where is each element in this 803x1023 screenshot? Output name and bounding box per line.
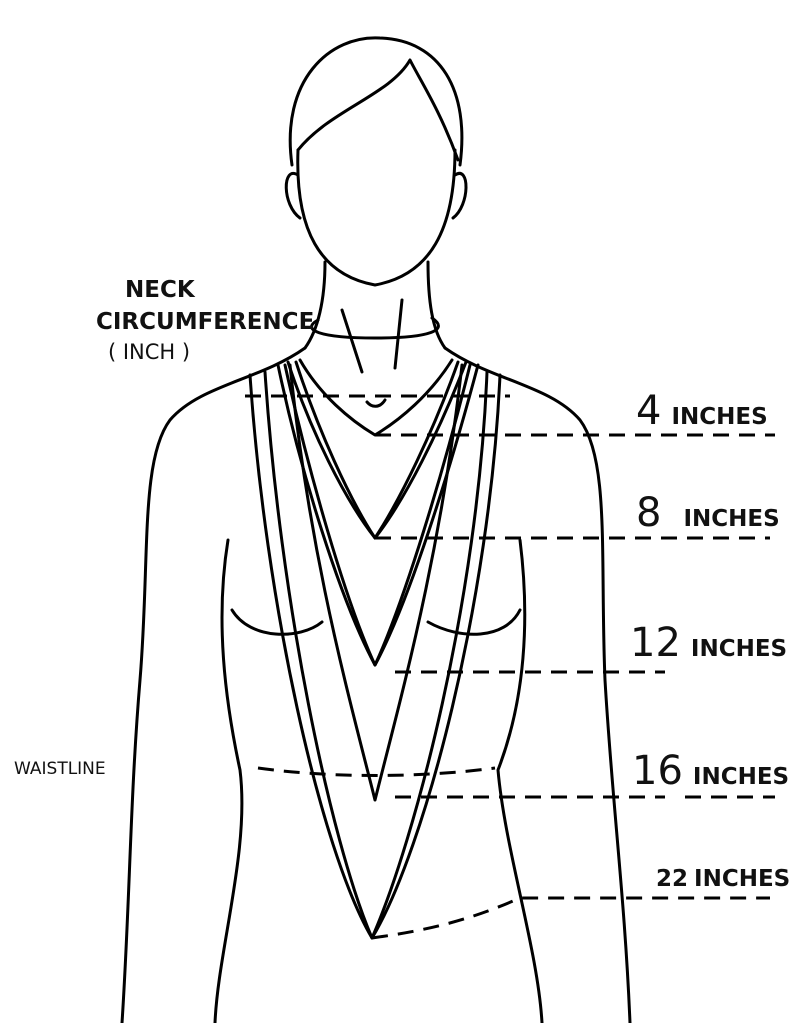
length-label-12in: 12 INCHES — [630, 620, 787, 666]
length-value: 22 — [656, 866, 689, 892]
waistline-label: WAISTLINE — [14, 759, 106, 779]
necklace-22in-b — [263, 370, 489, 940]
left-shoulder-arm — [120, 346, 307, 1023]
right-bust — [426, 608, 522, 636]
length-value: 12 — [630, 620, 681, 666]
length-unit: INCHES — [690, 636, 788, 662]
length-value: 8 — [636, 490, 662, 536]
necklace-12in-b — [283, 363, 472, 667]
hair-outline — [288, 36, 464, 167]
chin-mark — [365, 398, 387, 408]
left-bust — [230, 608, 324, 636]
necklace-12in — [276, 363, 480, 667]
hair-part — [296, 58, 460, 162]
length-unit: INCHES — [683, 506, 780, 532]
length-value: 4 — [636, 388, 662, 434]
waistline-dash — [257, 766, 496, 777]
neck-right — [426, 260, 447, 350]
right-inner-arm — [496, 538, 544, 1023]
right-shoulder-arm — [443, 346, 632, 1023]
neck-label-line3: ( INCH ) — [108, 340, 191, 364]
necklace-16in — [288, 363, 464, 802]
length-unit: INCHES — [694, 866, 791, 892]
length-label-4in: 4 INCHES — [636, 388, 768, 434]
length-label-16in: 16 INCHES — [632, 748, 789, 794]
length-value: 16 — [632, 748, 683, 794]
left-inner-arm — [213, 538, 244, 1023]
neck-ring — [310, 316, 440, 340]
right-ear — [451, 171, 468, 220]
length-unit: INCHES — [692, 764, 790, 790]
left-ear — [284, 171, 302, 220]
face-outline — [296, 148, 457, 287]
necklace-22in — [248, 373, 502, 940]
neck-left — [303, 260, 327, 350]
neck-label-line1: NECK — [125, 277, 195, 303]
neck-shadow — [340, 298, 404, 374]
dash-22in — [371, 896, 770, 940]
neck-label-line2: CIRCUMFERENCE — [96, 309, 315, 335]
length-label-8in: 8 INCHES — [636, 490, 780, 536]
length-unit: INCHES — [671, 404, 768, 430]
